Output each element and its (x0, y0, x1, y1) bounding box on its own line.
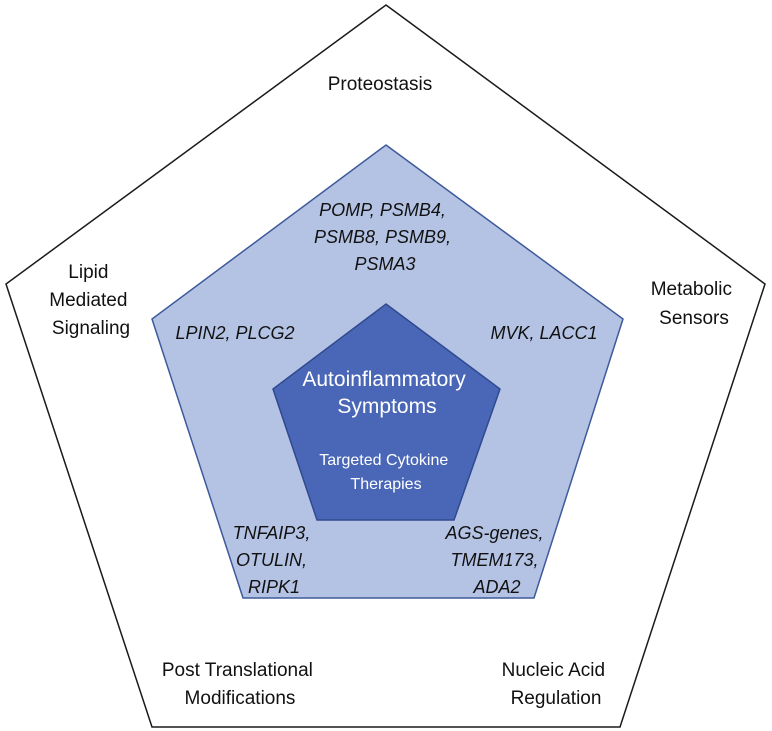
inner-pentagon (272, 303, 501, 521)
genes-nucleic-acid: AGS-genes, TMEM173, ADA2 (444, 523, 548, 597)
core-title: Autoinflammatory Symptoms (302, 368, 471, 418)
genes-lipid-signaling: LPIN2, PLCG2 (175, 323, 294, 343)
category-metabolic-sensors: Metabolic Sensors (651, 279, 738, 329)
genes-metabolic: MVK, LACC1 (490, 323, 597, 343)
category-proteostasis: Proteostasis (328, 74, 433, 95)
category-lipid-mediated-signaling: Lipid Mediated Signaling (49, 262, 132, 339)
category-nucleic-acid-regulation: Nucleic Acid Regulation (502, 660, 611, 709)
core-subtitle: Targeted Cytokine Therapies (319, 452, 452, 493)
category-post-translational-modifications: Post Translational Modifications (162, 660, 318, 709)
genes-post-translational: TNFAIP3, OTULIN, RIPK1 (233, 523, 316, 597)
genes-proteostasis: POMP, PSMB4, PSMB8, PSMB9, PSMA3 (314, 200, 456, 274)
